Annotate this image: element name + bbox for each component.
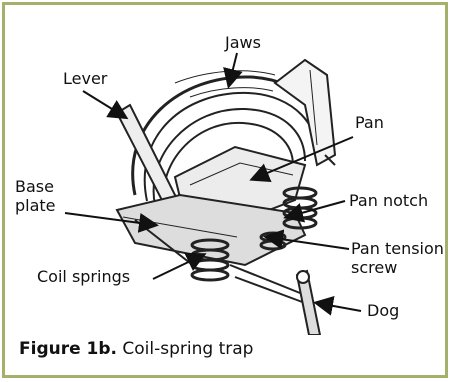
label-base-plate-1: Base: [15, 177, 54, 196]
figure-caption-text: Coil-spring trap: [122, 339, 253, 359]
lever-arrow: [83, 91, 125, 117]
label-pan-tension-2: screw: [351, 258, 397, 277]
figure-number: Figure 1b.: [19, 339, 117, 359]
figure-caption: Figure 1b. Coil-spring trap: [19, 339, 253, 359]
label-pan-tension-1: Pan tension: [351, 239, 444, 258]
dog-drawing: [297, 271, 320, 335]
jaws-arrow: [229, 53, 237, 85]
label-lever: Lever: [63, 69, 107, 88]
label-jaws: Jaws: [225, 33, 261, 52]
label-pan: Pan: [355, 113, 384, 132]
label-coil-springs: Coil springs: [37, 267, 130, 286]
label-dog: Dog: [367, 301, 399, 320]
figure-frame: Jaws Lever Pan Base plate Pan notch Pan …: [2, 2, 448, 378]
dog-arrow: [317, 303, 361, 311]
label-base-plate-2: plate: [15, 196, 56, 215]
label-pan-notch: Pan notch: [349, 191, 428, 210]
